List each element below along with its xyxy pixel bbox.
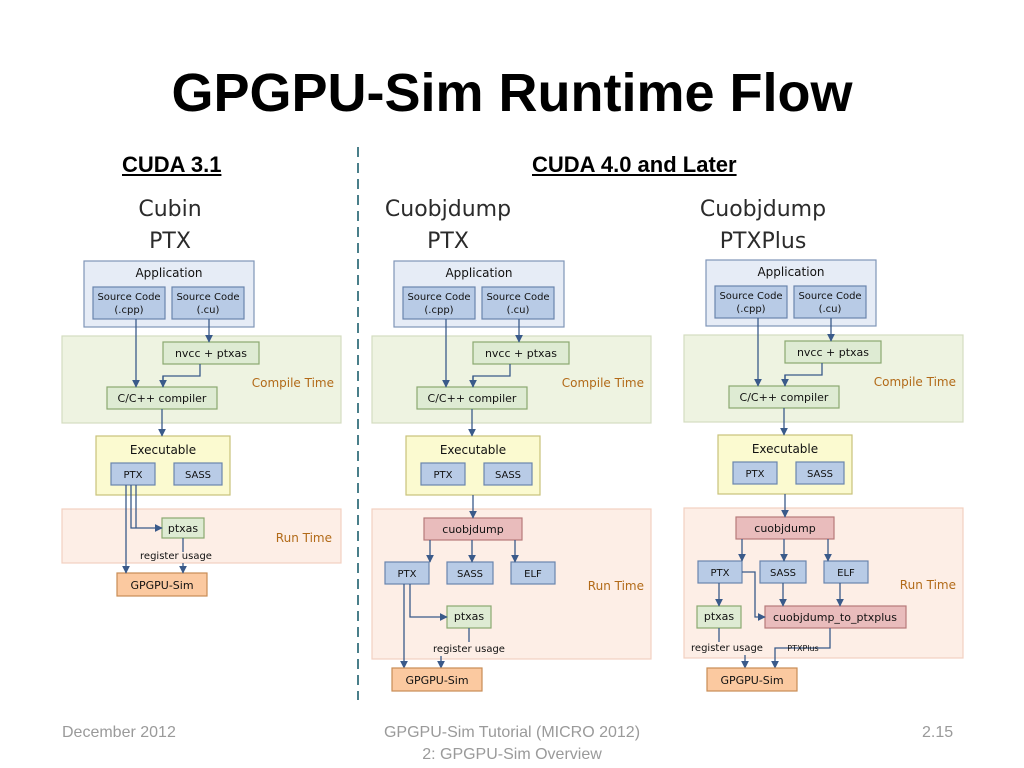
panel3-source-cu-line1: Source Code (798, 291, 861, 302)
panel2-executable-label: Executable (440, 443, 506, 457)
footer-page-number: 2.15 (922, 724, 954, 741)
panel3-elf-label: ELF (837, 568, 855, 579)
panel2-rt-sass-label: SASS (457, 569, 483, 580)
panel1-source-cu-box (171, 286, 245, 320)
panel3-source-cpp-line1: Source Code (719, 291, 782, 302)
panel2-register-usage-label: register usage (433, 644, 505, 655)
panel3-cuobjdump-to-ptxplus-label: cuobjdump_to_ptxplus (773, 611, 897, 624)
panel1-source-cu-line1: Source Code (176, 292, 239, 303)
panel3-heading-line1: Cuobjdump (699, 197, 827, 222)
slide-title: GPGPU-Sim Runtime Flow (171, 63, 853, 123)
panel1-register-usage-label: register usage (140, 551, 212, 562)
panel2-exec-sass-box (483, 462, 533, 486)
panel1-gpgpusim-label: GPGPU-Sim (130, 579, 193, 592)
section-cuda-4-0: CUDA 4.0 and Later (532, 152, 737, 177)
panel2-exec-ptx-label: PTX (434, 470, 453, 481)
panel1-compiler-label: C/C++ compiler (118, 392, 207, 405)
panel3-exec-ptx-label: PTX (746, 469, 765, 480)
panel1-application-label: Application (135, 266, 202, 280)
panel2-elf-box (510, 561, 556, 585)
panel3-heading-line2: PTXPlus (719, 229, 807, 254)
panel1-exec-ptx-label: PTX (124, 470, 143, 481)
panel1-source-cpp-box (92, 286, 166, 320)
panel3-compile-time-label: Compile Time (874, 375, 956, 389)
panel3-gpgpusim-label: GPGPU-Sim (720, 674, 783, 687)
panel1-run-time-label: Run Time (276, 531, 332, 545)
panel3-arrow-ptx-to-ptxplus (742, 571, 766, 621)
panel3-elf-box (823, 560, 869, 584)
panel2-ptxas-label: ptxas (454, 610, 485, 623)
panel1-gpgpusim-box (116, 572, 208, 597)
panel3-source-cpp-box (714, 285, 788, 319)
section-cuda-3-1: CUDA 3.1 (122, 152, 222, 177)
panel1-ptxas-label: ptxas (168, 522, 199, 535)
panel2-source-cu-line2: (.cu) (507, 305, 530, 316)
panel3-exec-ptx-box (732, 461, 778, 485)
panel3-executable-label: Executable (752, 442, 818, 456)
panel2-source-cpp-box (402, 286, 476, 320)
panel1-exec-ptx-box (110, 462, 156, 486)
panel1-source-cpp-line1: Source Code (97, 292, 160, 303)
panel3-application-label: Application (757, 265, 824, 279)
panel1-arrow-ptx-to-ptxas (130, 485, 163, 532)
panel3-rt-sass-label: SASS (770, 568, 796, 579)
panel2-source-cu-box (481, 286, 555, 320)
panel3-nvcc-ptxas-label: nvcc + ptxas (797, 346, 869, 359)
panel3-source-cu-box (793, 285, 867, 319)
panel1-heading-line1: Cubin (138, 197, 202, 222)
panel2-compile-time-label: Compile Time (562, 376, 644, 390)
panel1-nvcc-ptxas-label: nvcc + ptxas (175, 347, 247, 360)
panel3-source-cpp-line2: (.cpp) (736, 304, 765, 315)
panel3-ptxplus-edge-label: PTXPlus (787, 644, 818, 653)
panel2-heading-line2: PTX (427, 229, 469, 254)
panel1-executable-label: Executable (130, 443, 196, 457)
panel2-nvcc-ptxas-label: nvcc + ptxas (485, 347, 557, 360)
panel1-heading-line2: PTX (149, 229, 191, 254)
panel2-elf-label: ELF (524, 569, 542, 580)
panel3-exec-sass-box (795, 461, 845, 485)
panel2-compiler-label: C/C++ compiler (428, 392, 517, 405)
panel2-rt-ptx-label: PTX (398, 569, 417, 580)
panel2-exec-ptx-box (420, 462, 466, 486)
panel2-source-cu-line1: Source Code (486, 292, 549, 303)
panel3-source-cu-line2: (.cu) (819, 304, 842, 315)
panel2-gpgpusim-box (391, 667, 483, 692)
panel3-rt-ptx-label: PTX (711, 568, 730, 579)
panel1-source-cpp-line2: (.cpp) (114, 305, 143, 316)
panel2-exec-sass-label: SASS (495, 470, 521, 481)
panel2-source-cpp-line2: (.cpp) (424, 305, 453, 316)
panel2-cuobjdump-label: cuobjdump (442, 523, 503, 536)
panel2-rt-ptx-box (384, 561, 430, 585)
panel3-register-usage-label: register usage (691, 643, 763, 654)
panel3-gpgpusim-box (706, 667, 798, 692)
panel2-run-time-label: Run Time (588, 579, 644, 593)
panel1-source-cu-line2: (.cu) (197, 305, 220, 316)
panel2-application-label: Application (445, 266, 512, 280)
panel3-run-time-label: Run Time (900, 578, 956, 592)
panel2-arrow-ptx-to-ptxas (409, 584, 448, 621)
panel2-source-cpp-line1: Source Code (407, 292, 470, 303)
footer-date: December 2012 (62, 724, 176, 741)
panel1-compile-time-label: Compile Time (252, 376, 334, 390)
panel3-cuobjdump-label: cuobjdump (754, 522, 815, 535)
panel3-arrow-ptxplus-to-gpgpusim (771, 628, 831, 669)
panel2-heading-line1: Cuobjdump (384, 197, 512, 222)
footer-tutorial: GPGPU-Sim Tutorial (MICRO 2012) (383, 724, 641, 741)
panel3-exec-sass-label: SASS (807, 469, 833, 480)
panel1-exec-sass-box (173, 462, 223, 486)
panel1-exec-sass-label: SASS (185, 470, 211, 481)
panel3-compiler-label: C/C++ compiler (740, 391, 829, 404)
footer-overview: 2: GPGPU-Sim Overview (422, 746, 602, 763)
panel3-ptxas-label: ptxas (704, 610, 735, 623)
panel2-gpgpusim-label: GPGPU-Sim (405, 674, 468, 687)
